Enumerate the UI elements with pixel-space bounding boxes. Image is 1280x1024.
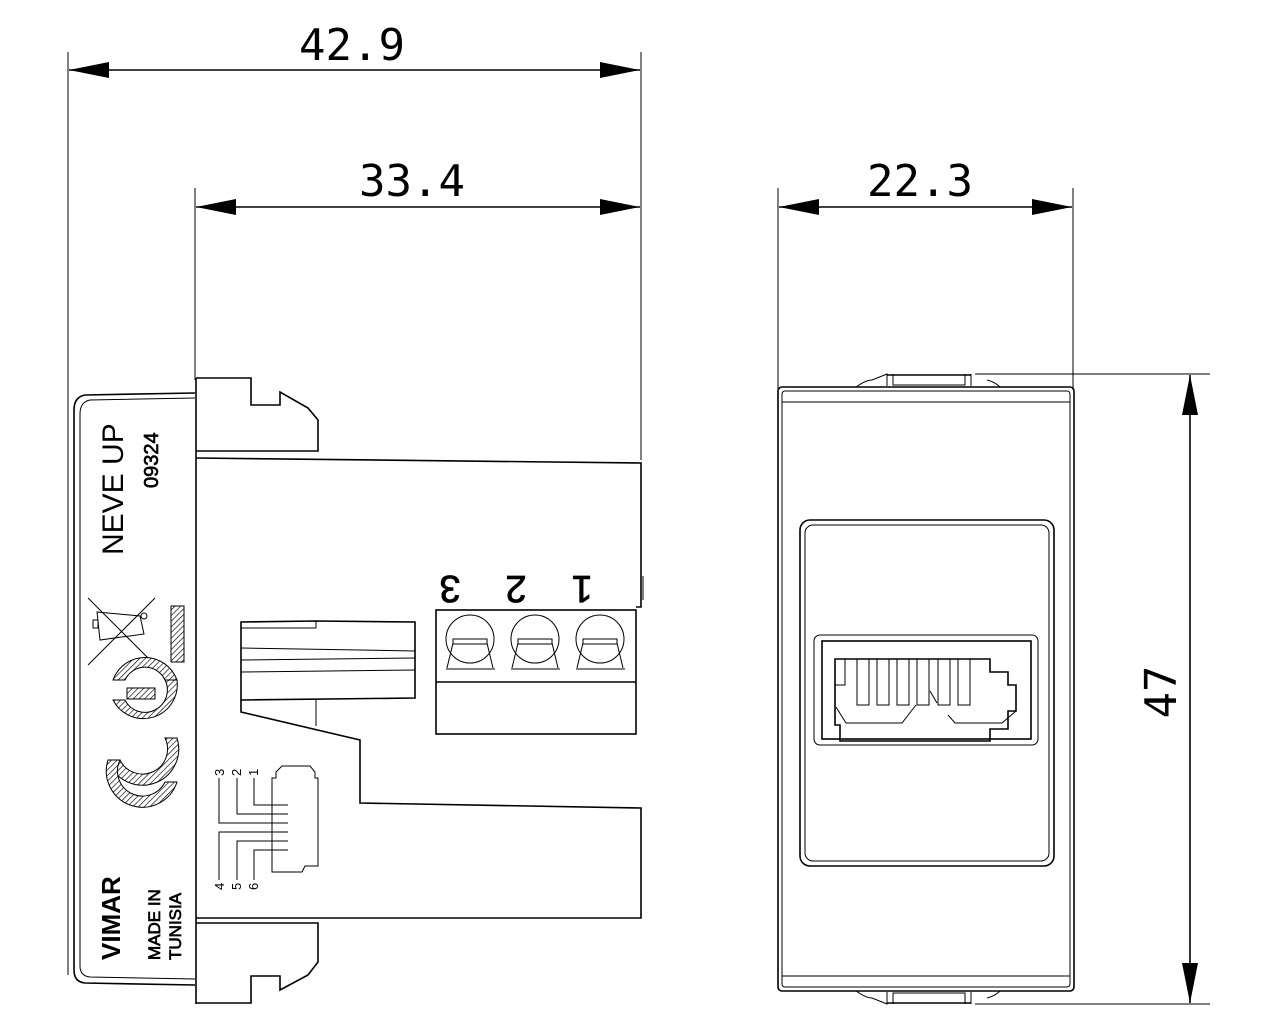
pin-label: 5: [229, 883, 244, 890]
pin-label: 1: [246, 769, 261, 776]
ce-mark-icon: CE: [0, 0, 180, 808]
dimension-label-47: 47: [1136, 666, 1187, 719]
terminal-label: 1: [571, 567, 592, 609]
dimension-label-22-3: 22.3: [867, 156, 973, 207]
dimension-width: 22.3: [777, 156, 1074, 390]
dimension-height: 47: [975, 373, 1210, 1005]
manufacturer-logo: VIMAR: [96, 876, 126, 960]
front-view: [777, 373, 1075, 1005]
origin-line-2: TUNISIA: [166, 892, 185, 960]
pin-label: 4: [212, 883, 227, 890]
ce-text: CE: [0, 0, 2, 1]
pinout-diagram: 3 2 1 4 5 6: [212, 765, 319, 890]
origin-line-1: MADE IN: [145, 889, 164, 960]
terminal-screws: [445, 614, 625, 670]
series-name: NEVE UP: [97, 423, 130, 555]
dimension-label-33-4: 33.4: [359, 156, 465, 207]
pin-label: 2: [229, 769, 244, 776]
rj-jack-icon: [813, 634, 1039, 746]
weee-bin-icon: [87, 597, 185, 666]
dimension-label-42-9: 42.9: [299, 20, 405, 71]
article-code: 09324: [141, 432, 163, 488]
terminal-label: 2: [505, 567, 526, 609]
dimension-body-depth: 33.4: [194, 156, 640, 380]
pin-label: 3: [212, 769, 227, 776]
dimension-overall-depth: 42.9: [67, 20, 642, 975]
pin-label: 6: [246, 883, 261, 890]
side-view: 3 2 1 3 2 1 4: [0, 0, 644, 1004]
terminal-label: 3: [439, 567, 460, 609]
